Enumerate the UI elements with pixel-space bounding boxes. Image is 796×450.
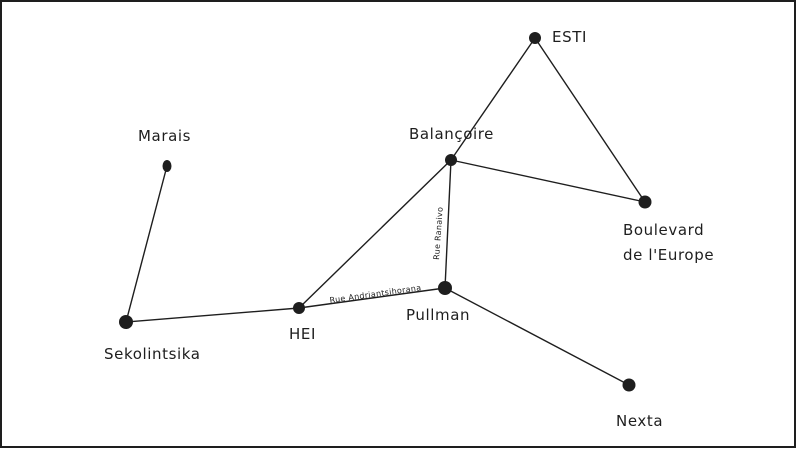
node-sekolintsika[interactable] (119, 315, 133, 329)
edge-pullman-balancoire (444, 159, 452, 289)
label-nexta: Nexta (616, 412, 663, 430)
node-balancoire[interactable] (445, 154, 457, 166)
node-boulevard[interactable] (638, 195, 652, 209)
label-boulevard-line2: de l'Europe (623, 246, 714, 264)
label-pullman: Pullman (406, 306, 470, 324)
edge-esti-boulevard (534, 37, 646, 203)
node-pullman[interactable] (438, 281, 452, 295)
edge-pullman-nexta (444, 287, 630, 386)
node-esti[interactable] (529, 32, 541, 44)
edge-balancoire-boulevard (450, 159, 646, 203)
edge-marais-sekolintsika (125, 165, 168, 323)
label-sekolintsika: Sekolintsika (104, 345, 201, 363)
edge-sekolintsika-hei (125, 307, 300, 323)
street-label-rue-ranaivo: Rue Ranaivo (432, 206, 445, 260)
edge-hei-balancoire (298, 159, 452, 309)
label-hei: HEI (289, 325, 316, 343)
node-nexta[interactable] (622, 378, 636, 392)
node-marais[interactable] (162, 160, 172, 172)
label-boulevard-line1: Boulevard (623, 221, 704, 239)
edge-balancoire-esti (450, 37, 536, 161)
label-balancoire: Balançoire (409, 125, 494, 143)
label-esti: ESTI (552, 28, 587, 46)
label-marais: Marais (138, 127, 191, 145)
edge-hei-pullman (298, 287, 446, 309)
street-label-rue-andriantsihorana: Rue Andriantsihorana (329, 283, 422, 305)
node-hei[interactable] (293, 302, 305, 314)
